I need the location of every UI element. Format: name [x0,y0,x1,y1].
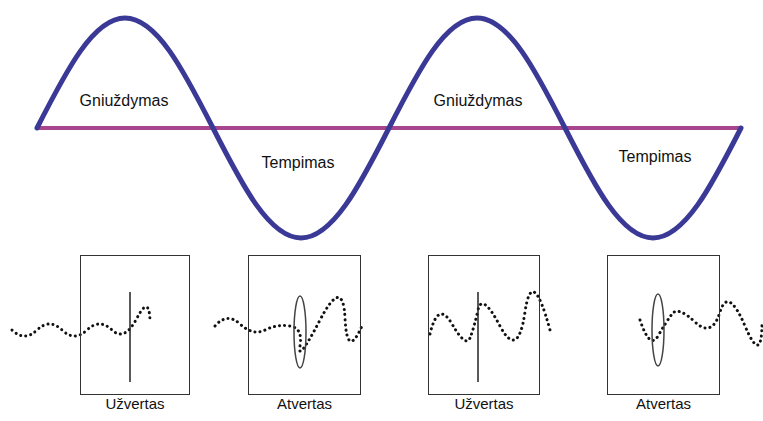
state-caption: Atvertas [608,395,719,413]
closed-valve [477,292,479,382]
dotted-wave [430,292,550,341]
state-caption: Užvertas [429,395,539,413]
dotted-wave [215,297,362,351]
dotted-wave [640,302,762,345]
state-caption: Užvertas [81,395,189,413]
phase-label: Tempimas [262,153,335,172]
valve-frame: Užvertas [80,255,190,395]
open-valve [294,296,306,368]
pressure-sine [37,18,741,238]
phase-label: Gniuždymas [80,91,169,110]
valve-frame: Atvertas [607,255,720,395]
phase-label: Tempimas [619,147,692,166]
state-caption: Atvertas [249,395,360,413]
valve-frame: Atvertas [248,255,361,395]
valve-frame: Užvertas [428,255,540,395]
open-valve [652,294,664,366]
closed-valve [129,292,131,382]
phase-label: Gniuždymas [434,91,523,110]
